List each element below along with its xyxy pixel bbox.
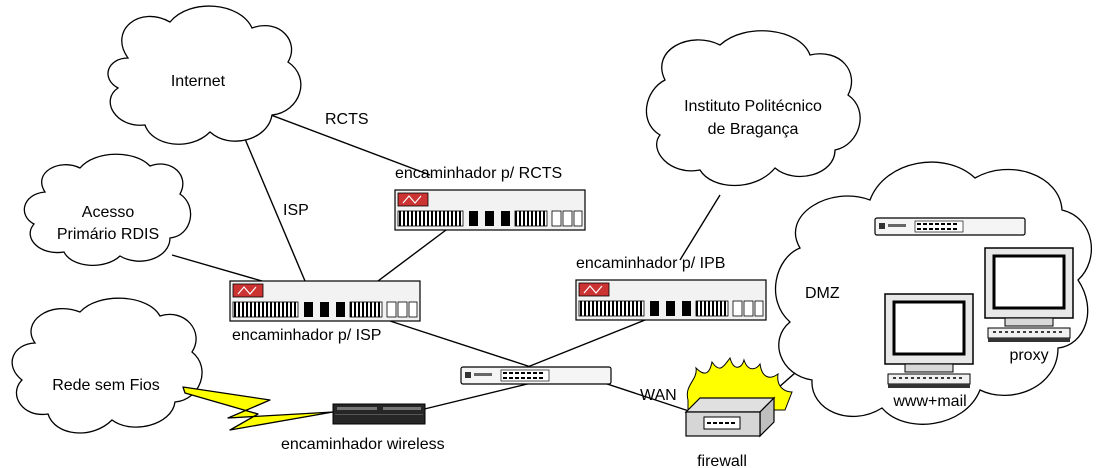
- rdis-label-line2: Primário RDIS: [57, 226, 159, 243]
- rcts-link-label: RCTS: [325, 111, 369, 128]
- rdis-label-line1: Acesso: [82, 204, 135, 221]
- link-ipb-router-cloud: [679, 194, 721, 261]
- www-mail-label: www+mail: [892, 393, 966, 410]
- proxy-server: [983, 246, 1075, 344]
- router-isp: [229, 280, 421, 322]
- router-wireless: [332, 403, 426, 425]
- router-rcts: [394, 189, 586, 231]
- wan-link-label: WAN: [640, 387, 677, 404]
- proxy-label: proxy: [1009, 347, 1048, 364]
- ipb-cloud: Instituto Politécnico de Bragança: [645, 30, 861, 187]
- link-rcts-isp-router: [377, 220, 459, 282]
- firewall: [684, 356, 793, 438]
- router-isp-label: encaminhador p/ ISP: [232, 327, 381, 344]
- router-rcts-label: encaminhador p/ RCTS: [395, 165, 562, 182]
- core-switch: [460, 366, 612, 385]
- dmz-label: DMZ: [805, 285, 840, 302]
- wireless-lightning-icon: [182, 386, 334, 431]
- link-isp-router-switch: [389, 320, 541, 371]
- ipb-label-line2: de Bragança: [708, 121, 799, 138]
- link-internet-isp-router: [236, 119, 306, 282]
- internet-label: Internet: [171, 73, 226, 90]
- flame-icon: [686, 356, 793, 411]
- rdis-cloud: Acesso Primário RDIS: [23, 153, 192, 267]
- isp-link-label: ISP: [283, 202, 309, 219]
- www-mail-server: [883, 292, 975, 390]
- wireless-cloud-label: Rede sem Fios: [52, 377, 160, 394]
- ipb-label-line1: Instituto Politécnico: [684, 98, 822, 115]
- router-ipb-label: encaminhador p/ IPB: [576, 255, 725, 272]
- internet-cloud: Internet: [107, 5, 302, 145]
- firewall-label: firewall: [697, 453, 747, 468]
- link-rdis-isp-router: [171, 254, 263, 282]
- router-wireless-label: encaminhador wireless: [281, 436, 445, 453]
- dmz-switch: [874, 217, 1026, 236]
- router-ipb: [575, 279, 767, 321]
- wireless-cloud: Rede sem Fios: [11, 297, 203, 434]
